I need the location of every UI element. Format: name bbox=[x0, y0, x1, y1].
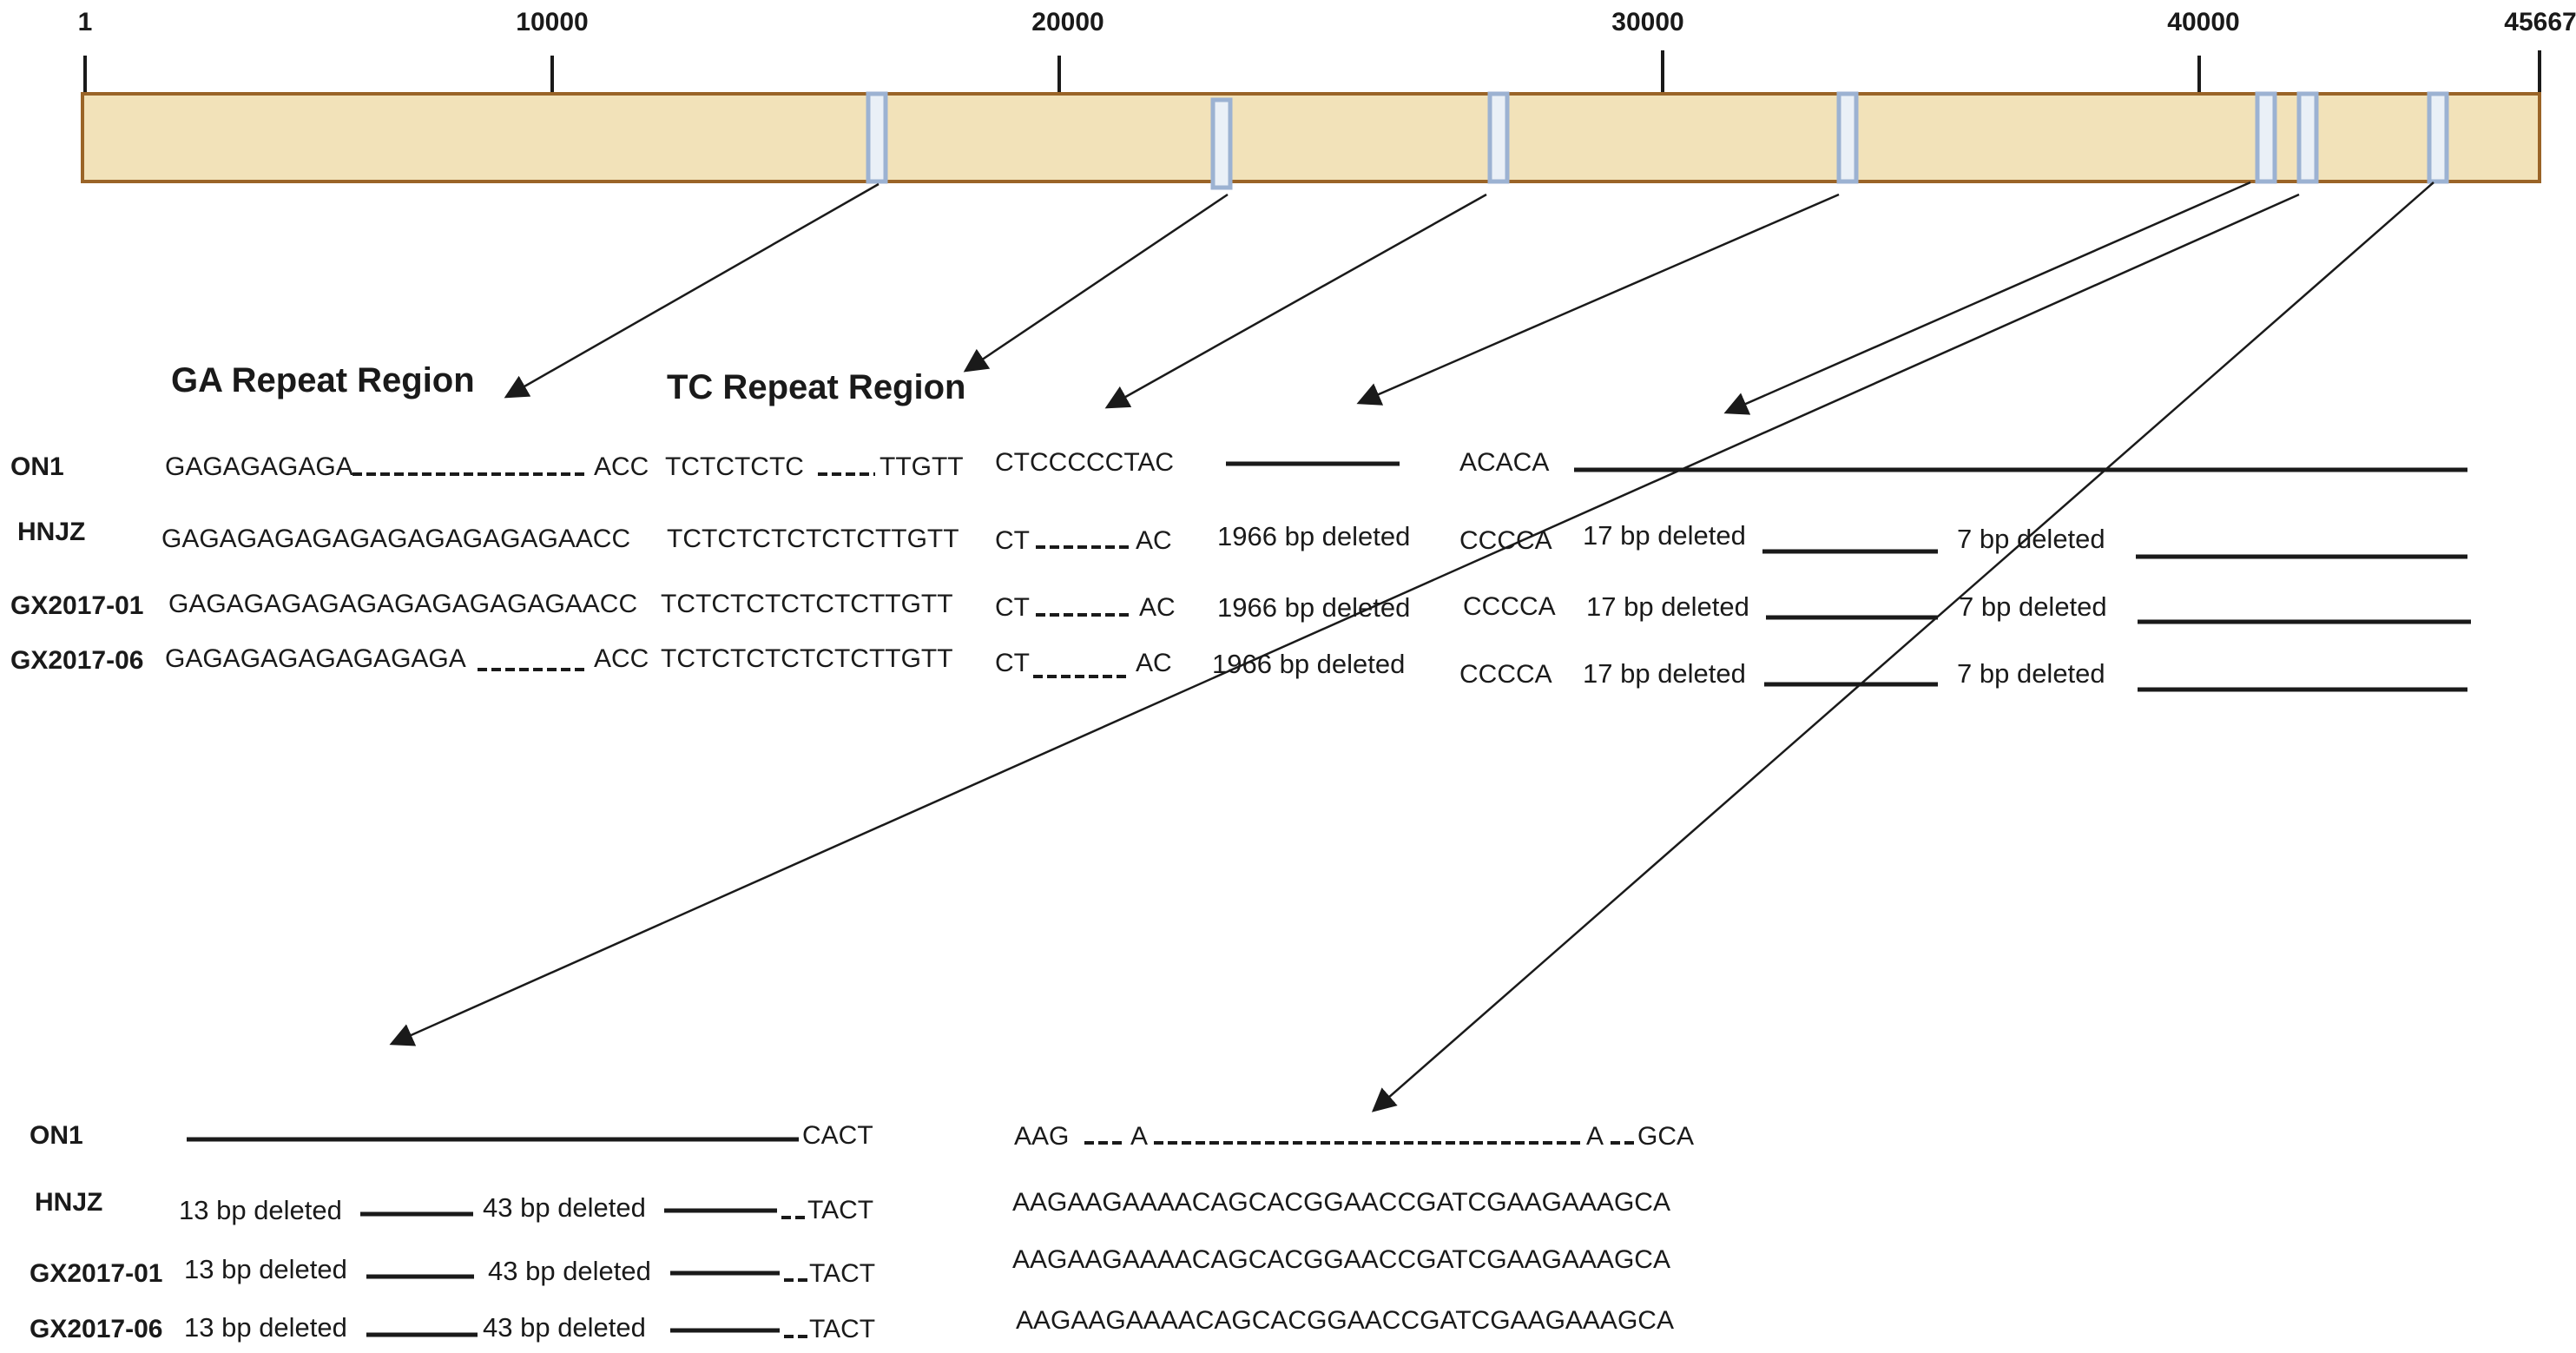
strain-label: ON1 bbox=[10, 452, 64, 481]
sequence-text: AC bbox=[1136, 649, 1172, 677]
deletion-label: 1966 bp deleted bbox=[1217, 592, 1410, 623]
sequence-text: AAGAAGAAAACAGCACGGAACCGATCGAAGAAAGCA bbox=[1016, 1306, 1674, 1335]
tick-label: 1 bbox=[78, 8, 93, 36]
sequence-text: AC bbox=[1136, 526, 1172, 555]
deletion-label: 43 bp deleted bbox=[488, 1256, 651, 1286]
deletion-label: 13 bp deleted bbox=[184, 1312, 347, 1343]
deletion-label: 43 bp deleted bbox=[483, 1312, 646, 1343]
bottom-alignment: ON1 CACT AAG A A GCA HNJZ 13 bp deleted … bbox=[30, 1121, 1694, 1343]
sequence-text: AAG bbox=[1014, 1122, 1069, 1151]
deletion-label: 7 bp deleted bbox=[1957, 524, 2105, 554]
arrows bbox=[389, 181, 2434, 1112]
region-marker bbox=[1836, 91, 1859, 184]
arrow bbox=[1723, 181, 2251, 415]
region-marker bbox=[1487, 91, 1510, 184]
region-marker bbox=[2296, 91, 2319, 184]
sequence-text: CT bbox=[995, 649, 1030, 677]
sequence-text: A bbox=[1586, 1122, 1604, 1151]
deletion-label: 17 bp deleted bbox=[1583, 658, 1746, 689]
arrow bbox=[963, 193, 1229, 373]
sequence-text: ACC bbox=[594, 644, 649, 673]
sequence-text: ACACA bbox=[1459, 448, 1549, 477]
sequence-text: CT bbox=[995, 526, 1030, 555]
strain-label: GX2017-06 bbox=[30, 1315, 162, 1343]
alignment-row-hnjz: HNJZ 13 bp deleted 43 bp deleted TACT AA… bbox=[35, 1188, 1670, 1225]
deletion-label: 17 bp deleted bbox=[1586, 591, 1749, 622]
sequence-text: AAGAAGAAAACAGCACGGAACCGATCGAAGAAAGCA bbox=[1012, 1245, 1670, 1274]
deletion-label: 1966 bp deleted bbox=[1212, 649, 1405, 679]
deletion-label: 1966 bp deleted bbox=[1217, 521, 1410, 551]
ga-repeat-title: GA Repeat Region bbox=[171, 361, 475, 399]
alignment-row-hnjz: HNJZ GAGAGAGAGAGAGAGAGAGAGAACC TCTCTCTCT… bbox=[17, 518, 2467, 559]
tick-label: 30000 bbox=[1611, 8, 1683, 36]
sequence-text: GAGAGAGAGAGAGAGAGAGAGAACC bbox=[168, 590, 637, 618]
sequence-text: GAGAGAGAGAGAGAGA bbox=[165, 644, 466, 673]
sequence-text: ACC bbox=[594, 452, 649, 481]
sequence-text: CCCCA bbox=[1459, 526, 1552, 555]
strain-label: HNJZ bbox=[35, 1188, 102, 1217]
arrow bbox=[1104, 193, 1487, 409]
sequence-text: CT bbox=[995, 593, 1030, 622]
sequence-text: CCCCA bbox=[1463, 592, 1556, 621]
deletion-label: 43 bp deleted bbox=[483, 1192, 646, 1223]
sequence-text: TACT bbox=[807, 1196, 873, 1224]
deletion-label: 13 bp deleted bbox=[184, 1254, 347, 1284]
sequence-text: AAGAAGAAAACAGCACGGAACCGATCGAAGAAAGCA bbox=[1012, 1188, 1670, 1217]
top-alignment: ON1 GAGAGAGAGA ACC TCTCTCTC TTGTT CTCCCC… bbox=[10, 448, 2471, 692]
region-marker bbox=[1210, 97, 1233, 190]
tick-label: 20000 bbox=[1031, 8, 1104, 36]
alignment-row-on1: ON1 CACT AAG A A GCA bbox=[30, 1121, 1694, 1151]
strain-label: GX2017-06 bbox=[10, 646, 143, 675]
alignment-row-gx2017-01: GX2017-01 GAGAGAGAGAGAGAGAGAGAGAACC TCTC… bbox=[10, 590, 2471, 624]
tick-label: 10000 bbox=[516, 8, 588, 36]
arrow bbox=[1371, 182, 2434, 1112]
sequence-text: GAGAGAGAGA bbox=[165, 452, 353, 481]
sequence-text: A bbox=[1130, 1122, 1148, 1151]
deletion-label: 13 bp deleted bbox=[179, 1195, 342, 1225]
sequence-text: CCCCA bbox=[1459, 660, 1552, 689]
region-marker bbox=[2255, 91, 2277, 184]
strain-label: HNJZ bbox=[17, 518, 85, 546]
sequence-text: TCTCTCTCTCTCTTGTT bbox=[661, 644, 953, 673]
region-marker bbox=[866, 91, 888, 184]
tc-repeat-title: TC Repeat Region bbox=[667, 368, 965, 406]
sequence-text: GCA bbox=[1637, 1122, 1694, 1151]
strain-label: ON1 bbox=[30, 1121, 83, 1150]
tick-label: 40000 bbox=[2167, 8, 2239, 36]
alignment-row-gx2017-01: GX2017-01 13 bp deleted 43 bp deleted TA… bbox=[30, 1245, 1670, 1288]
genome-axis: 1 10000 20000 30000 40000 45667 bbox=[78, 8, 2576, 94]
deletion-label: 7 bp deleted bbox=[1959, 591, 2107, 622]
strain-label: GX2017-01 bbox=[10, 591, 143, 620]
tick-label: 45667 bbox=[2504, 8, 2576, 36]
sequence-text: TCTCTCTCTCTCTTGTT bbox=[667, 525, 959, 553]
arrow bbox=[1356, 193, 1840, 406]
deletion-label: 7 bp deleted bbox=[1957, 658, 2105, 689]
region-marker bbox=[2427, 91, 2449, 184]
sequence-text: CTCCCCCTAC bbox=[995, 448, 1174, 477]
sequence-text: TCTCTCTCTCTCTTGTT bbox=[661, 590, 953, 618]
sequence-text: CACT bbox=[802, 1121, 873, 1150]
sequence-text: TCTCTCTC bbox=[665, 452, 804, 481]
sequence-text: GAGAGAGAGAGAGAGAGAGAGAACC bbox=[161, 525, 630, 553]
alignment-row-gx2017-06: GX2017-06 GAGAGAGAGAGAGAGA ACC TCTCTCTCT… bbox=[10, 644, 2467, 692]
arrow bbox=[504, 182, 880, 399]
sequence-text: TACT bbox=[809, 1315, 875, 1343]
region-markers bbox=[866, 91, 2449, 190]
alignment-row-on1: ON1 GAGAGAGAGA ACC TCTCTCTC TTGTT CTCCCC… bbox=[10, 448, 2467, 481]
deletion-label: 17 bp deleted bbox=[1583, 520, 1746, 551]
sequence-text: TACT bbox=[809, 1259, 875, 1288]
arrow bbox=[389, 193, 2300, 1046]
alignment-row-gx2017-06: GX2017-06 13 bp deleted 43 bp deleted TA… bbox=[30, 1306, 1674, 1343]
strain-label: GX2017-01 bbox=[30, 1259, 162, 1288]
sequence-text: AC bbox=[1139, 593, 1176, 622]
genome-bar bbox=[81, 92, 2541, 183]
sequence-text: TTGTT bbox=[880, 452, 964, 481]
